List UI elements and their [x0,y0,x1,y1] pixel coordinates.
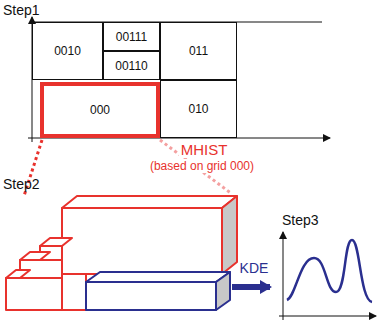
grid-cell: 0010 [32,22,103,80]
step-label: Step1 [3,2,40,18]
cell-code: 000 [90,103,110,117]
cell-code: 00110 [115,59,147,73]
method-note: (based on grid 000) [148,159,256,173]
cell-code: 00111 [116,30,148,44]
grid-cell: 00111 [103,22,160,51]
grid-cell: 010 [160,80,237,138]
selected-grid-cell: 000 [40,82,160,138]
cell-code: 011 [189,44,208,58]
step-label: Step2 [3,176,40,192]
kde-arrow [232,284,270,290]
cell-code: 010 [188,102,208,116]
density-plot [279,232,376,320]
grid-axes [28,17,330,142]
kde-label: KDE [238,260,271,276]
cell-code: 0010 [54,44,81,58]
grid-cell: 00110 [103,51,160,80]
histogram-blocks [6,196,237,310]
step-label: Step3 [282,212,319,228]
grid-cell: 011 [160,22,237,80]
method-label: MHIST [179,141,230,158]
